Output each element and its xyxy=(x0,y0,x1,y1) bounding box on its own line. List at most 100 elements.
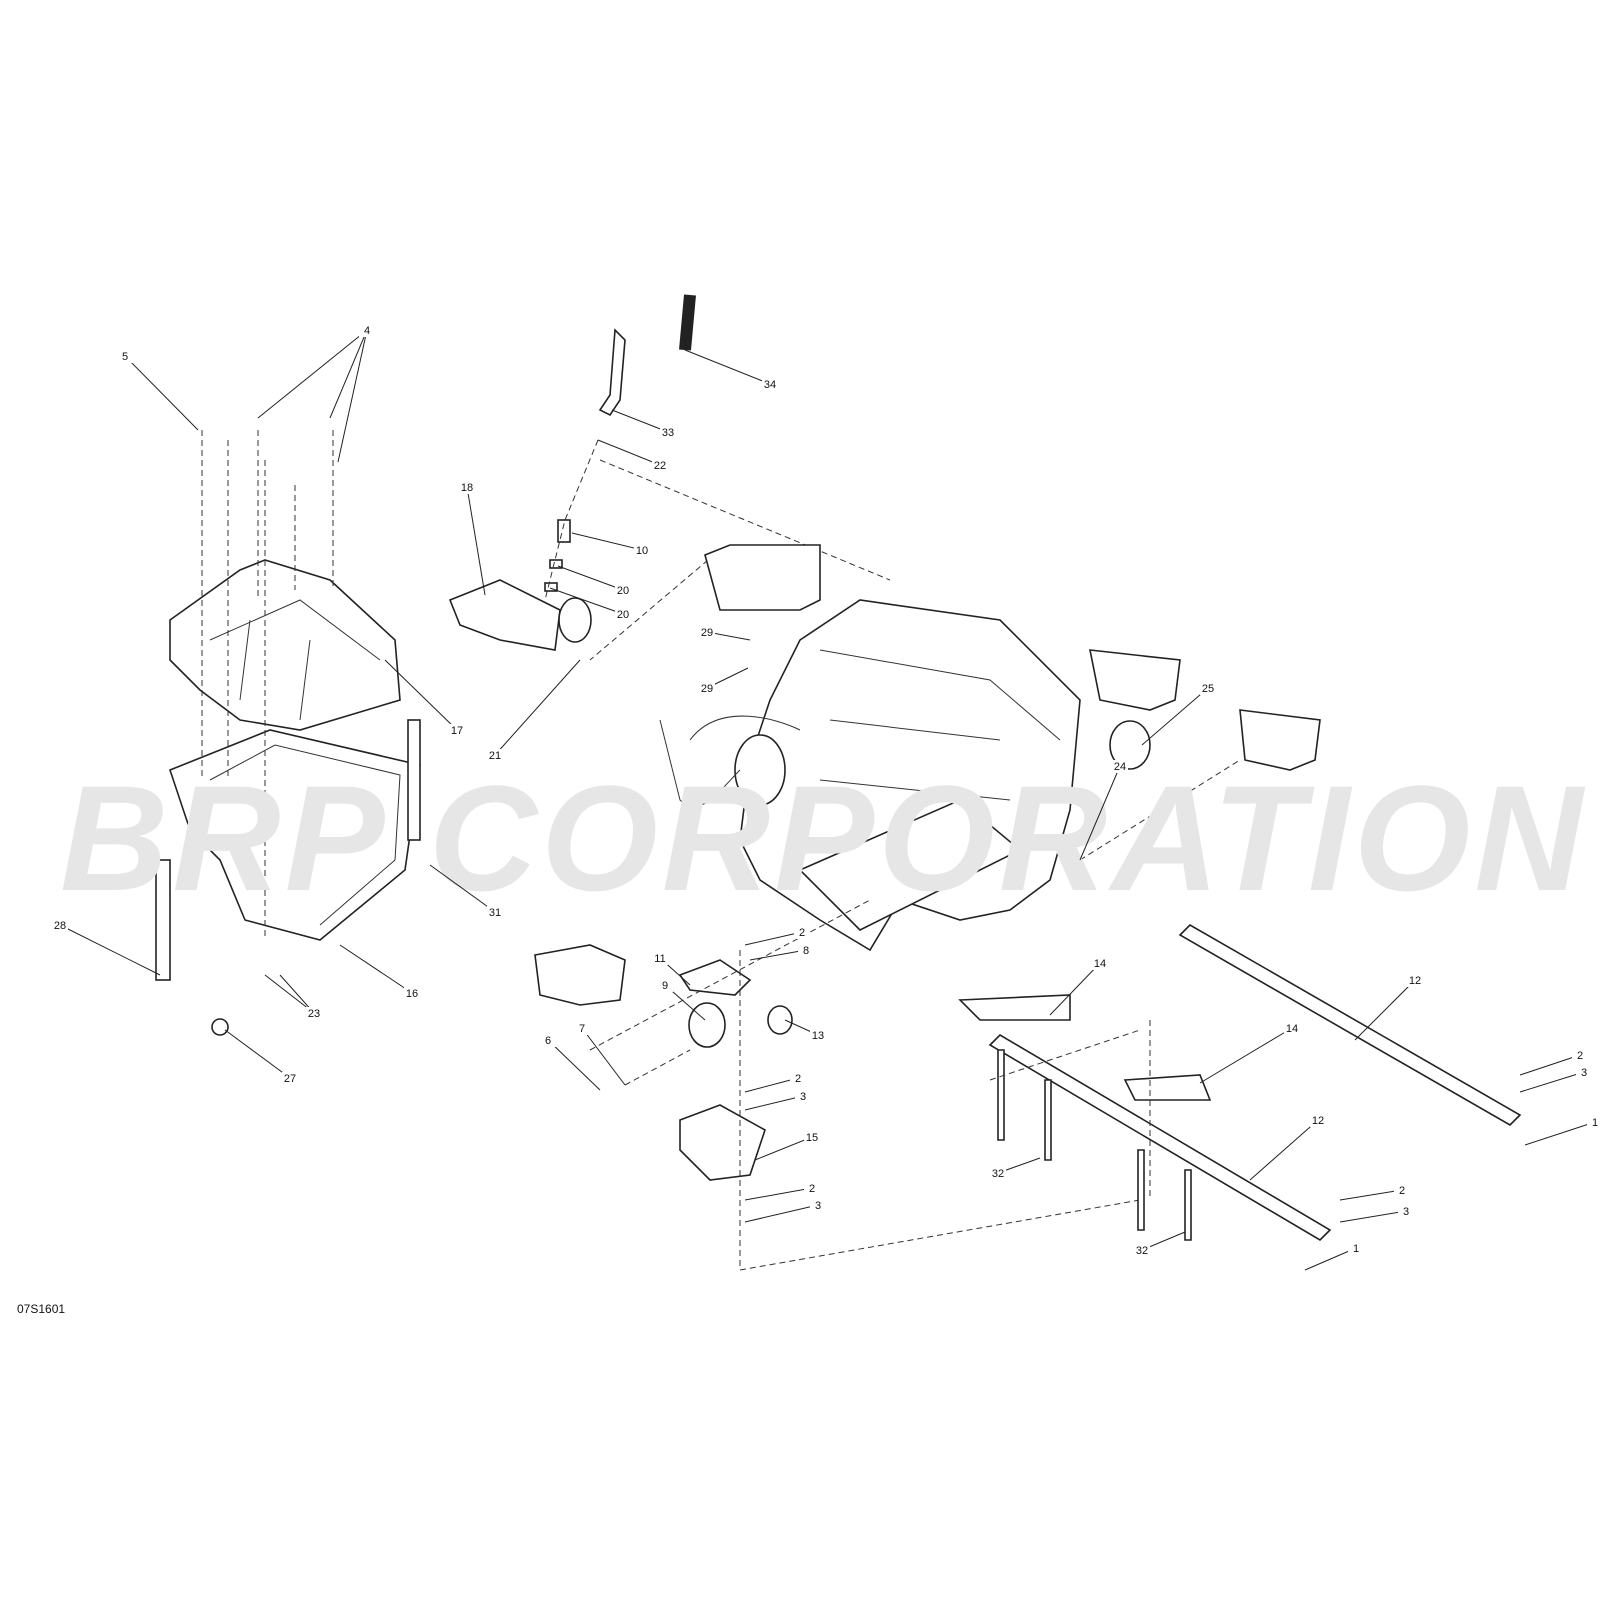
leader-line xyxy=(329,329,368,419)
leader-line xyxy=(1249,1119,1319,1181)
leader-line xyxy=(337,329,368,463)
leader-line xyxy=(744,1204,819,1223)
callout-background xyxy=(1572,1049,1588,1062)
leader-line xyxy=(1524,1121,1596,1146)
callout-background xyxy=(615,584,631,597)
callout-background xyxy=(1398,1205,1414,1218)
leader-line xyxy=(1519,1054,1581,1076)
clamp xyxy=(1109,720,1151,770)
callout-background xyxy=(810,1199,826,1212)
leader-line xyxy=(59,924,161,976)
leader-line xyxy=(494,659,581,756)
callout-number: 2 xyxy=(809,1183,815,1195)
leader-line xyxy=(466,486,486,596)
spacer-plate xyxy=(958,994,1071,1021)
callout-background xyxy=(1348,1242,1364,1255)
callout-background xyxy=(699,682,715,695)
callout-background xyxy=(615,608,631,621)
callout-number: 2 xyxy=(795,1073,801,1085)
callout-background xyxy=(1394,1184,1410,1197)
callout-background xyxy=(1310,1114,1326,1127)
breather-hose xyxy=(679,294,696,351)
callout-background xyxy=(1112,760,1128,773)
callout-background xyxy=(359,324,375,337)
clamp xyxy=(544,582,558,592)
leader-line xyxy=(547,1039,601,1091)
callout-number: 27 xyxy=(284,1073,296,1085)
callout-background xyxy=(699,626,715,639)
callout-number: 3 xyxy=(815,1200,821,1212)
leader-line xyxy=(1141,687,1209,746)
callout-background xyxy=(52,919,68,932)
callout-number: 4 xyxy=(364,325,370,337)
leader-line xyxy=(744,1187,813,1201)
plug xyxy=(211,1018,229,1036)
callout-background xyxy=(404,987,420,1000)
callout-background xyxy=(657,979,673,992)
callout-number: 9 xyxy=(662,980,668,992)
callout-number: 20 xyxy=(617,585,629,597)
callout-background xyxy=(1134,1244,1150,1257)
callout-number: 3 xyxy=(1581,1067,1587,1079)
callout-number: 29 xyxy=(701,627,713,639)
callout-number: 28 xyxy=(54,920,66,932)
leader-line xyxy=(1199,1027,1293,1084)
callout-number: 1 xyxy=(1353,1243,1359,1255)
callout-number: 15 xyxy=(806,1132,818,1144)
callout-background xyxy=(574,1022,590,1035)
leader-line xyxy=(754,1136,813,1161)
leader-line xyxy=(1079,765,1121,861)
callout-number: 32 xyxy=(992,1168,1004,1180)
callout-background xyxy=(306,1007,322,1020)
callout-number: 34 xyxy=(764,379,776,391)
leader-line xyxy=(597,439,661,466)
leader-line xyxy=(549,587,624,615)
callout-number: 23 xyxy=(308,1008,320,1020)
watermark: BRP CORPORATION xyxy=(60,754,1587,922)
strap xyxy=(407,719,421,841)
bushing xyxy=(688,1002,726,1048)
callout-number: 16 xyxy=(406,988,418,1000)
callout-number: 6 xyxy=(545,1035,551,1047)
leader-line xyxy=(684,349,771,385)
leader-line xyxy=(1339,1189,1403,1201)
leader-line xyxy=(744,1095,804,1111)
leader-line xyxy=(124,355,199,431)
callout-number: 32 xyxy=(1136,1245,1148,1257)
callout-number: 20 xyxy=(617,609,629,621)
mount-bracket xyxy=(679,1104,766,1181)
strap xyxy=(155,859,171,981)
engine-assembly xyxy=(659,544,1081,952)
callout-number: 10 xyxy=(636,545,648,557)
callout-number: 14 xyxy=(1286,1023,1298,1035)
leader-line xyxy=(224,1029,291,1079)
callout-background xyxy=(117,350,133,363)
callout-number: 24 xyxy=(1114,761,1126,773)
leader-line xyxy=(1339,1210,1407,1223)
callout-number: 7 xyxy=(579,1023,585,1035)
vent-tube xyxy=(598,328,626,417)
leader-line xyxy=(1304,1247,1357,1271)
clamp xyxy=(549,559,563,569)
callout-background xyxy=(795,1090,811,1103)
callout-background xyxy=(794,926,810,939)
callout-background xyxy=(1587,1116,1600,1129)
leader-line xyxy=(279,974,315,1014)
callout-background xyxy=(652,459,668,472)
callout-number: 12 xyxy=(1312,1115,1324,1127)
callout-number: 2 xyxy=(1399,1185,1405,1197)
callout-number: 25 xyxy=(1202,683,1214,695)
engine-mount xyxy=(1089,649,1181,711)
callout-background xyxy=(634,544,650,557)
callout-background xyxy=(487,749,503,762)
bolt xyxy=(997,1049,1192,1241)
callout-number: 2 xyxy=(1577,1050,1583,1062)
leader-line xyxy=(571,532,643,551)
engine-mount xyxy=(534,944,626,1006)
callout-number: 21 xyxy=(489,750,501,762)
callout-number: 13 xyxy=(812,1030,824,1042)
callout-number: 14 xyxy=(1094,958,1106,970)
callout-background xyxy=(804,1131,820,1144)
